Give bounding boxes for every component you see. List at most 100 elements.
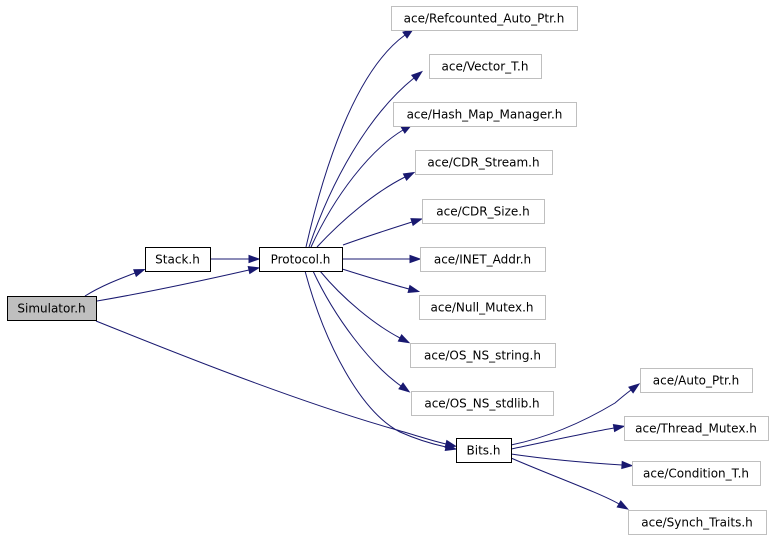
node-osstdlib[interactable]: ace/OS_NS_stdlib.h	[411, 391, 554, 416]
node-label: ace/Hash_Map_Manager.h	[407, 108, 563, 122]
edge-protocol-hashmap	[310, 124, 413, 248]
edge-protocol-cdrsize	[342, 218, 423, 246]
node-stack[interactable]: Stack.h	[145, 247, 211, 272]
edge-bits-autoptr	[510, 383, 641, 446]
edge-line	[341, 268, 410, 290]
arrowhead	[616, 500, 629, 510]
arrowhead	[612, 423, 626, 433]
arrowhead	[628, 383, 641, 394]
node-box	[145, 247, 211, 272]
node-label: ace/OS_NS_stdlib.h	[424, 397, 539, 411]
node-label: Protocol.h	[271, 253, 331, 267]
arrowhead	[402, 171, 416, 181]
node-box	[422, 199, 545, 224]
node-label: ace/Thread_Mutex.h	[635, 422, 757, 436]
node-box	[410, 343, 556, 368]
node-label: Bits.h	[467, 444, 501, 458]
node-label: Simulator.h	[17, 302, 85, 316]
node-label: ace/INET_Addr.h	[434, 253, 531, 267]
edge-line	[319, 270, 401, 339]
node-refcounted[interactable]: ace/Refcounted_Auto_Ptr.h	[391, 6, 578, 31]
node-label: ace/Auto_Ptr.h	[653, 374, 739, 388]
node-box	[259, 247, 343, 272]
edge-line	[316, 176, 406, 248]
edge-protocol-inetaddr	[342, 254, 422, 264]
arrowhead	[247, 266, 261, 275]
node-cdrstream[interactable]: ace/CDR_Stream.h	[415, 150, 553, 175]
edge-line	[308, 77, 415, 248]
arrowhead	[409, 254, 422, 264]
edge-line	[84, 272, 136, 297]
node-label: Stack.h	[155, 253, 200, 267]
arrowhead	[248, 254, 261, 264]
edge-line	[310, 129, 404, 248]
node-label: ace/OS_NS_string.h	[424, 349, 541, 363]
node-bits[interactable]: Bits.h	[456, 438, 512, 463]
node-box	[640, 368, 753, 393]
edge-line	[312, 270, 402, 387]
node-label: ace/Null_Mutex.h	[431, 301, 534, 315]
node-vector[interactable]: ace/Vector_T.h	[429, 54, 542, 79]
node-cdrsize[interactable]: ace/CDR_Size.h	[422, 199, 545, 224]
node-threadmutex[interactable]: ace/Thread_Mutex.h	[624, 416, 769, 441]
edge-line	[95, 320, 447, 445]
arrowhead	[410, 70, 423, 82]
node-inetaddr[interactable]: ace/INET_Addr.h	[420, 247, 546, 272]
node-label: ace/CDR_Stream.h	[427, 156, 539, 170]
node-box	[419, 295, 546, 320]
node-simulator[interactable]: Simulator.h	[7, 296, 97, 321]
edge-protocol-refcounted	[305, 28, 415, 248]
node-hashmap[interactable]: ace/Hash_Map_Manager.h	[393, 102, 577, 127]
edge-bits-threadmutex	[510, 423, 626, 450]
node-box	[632, 461, 761, 486]
edge-line	[510, 453, 623, 466]
arrowhead	[407, 284, 421, 293]
edge-bits-synchtraits	[510, 457, 629, 510]
edge-protocol-osstring	[319, 270, 411, 344]
node-box	[411, 391, 554, 416]
node-box	[420, 247, 546, 272]
node-condition[interactable]: ace/Condition_T.h	[632, 461, 761, 486]
edge-line	[304, 270, 447, 448]
arrowhead	[397, 334, 411, 344]
node-osstring[interactable]: ace/OS_NS_string.h	[410, 343, 556, 368]
edge-simulator-stack	[84, 268, 146, 297]
edge-line	[510, 389, 632, 446]
node-synchtraits[interactable]: ace/Synch_Traits.h	[628, 510, 767, 535]
node-label: ace/Refcounted_Auto_Ptr.h	[404, 12, 565, 26]
node-box	[391, 6, 578, 31]
node-box	[415, 150, 553, 175]
node-label: ace/Condition_T.h	[643, 467, 749, 481]
edge-bits-condition	[510, 453, 634, 470]
arrowhead	[410, 218, 423, 227]
edge-line	[510, 427, 615, 450]
edge-line	[96, 269, 250, 302]
node-label: ace/CDR_Size.h	[436, 205, 529, 219]
arrowhead	[444, 442, 458, 452]
node-protocol[interactable]: Protocol.h	[259, 247, 343, 272]
arrowhead	[398, 382, 411, 393]
edge-line	[305, 34, 406, 248]
edge-protocol-vector	[308, 70, 423, 248]
edge-line	[342, 221, 413, 246]
node-label: ace/Vector_T.h	[442, 60, 529, 74]
edge-protocol-nullmutex	[341, 268, 421, 293]
node-box	[7, 296, 97, 321]
arrowhead	[133, 268, 146, 278]
node-autoptr[interactable]: ace/Auto_Ptr.h	[640, 368, 753, 393]
node-label: ace/Synch_Traits.h	[641, 516, 752, 530]
edge-line	[510, 457, 620, 505]
node-box	[628, 510, 767, 535]
node-box	[456, 438, 512, 463]
edge-simulator-protocol	[96, 266, 261, 302]
arrowhead	[621, 460, 634, 470]
node-box	[429, 54, 542, 79]
node-nullmutex[interactable]: ace/Null_Mutex.h	[419, 295, 546, 320]
edges-layer	[84, 28, 641, 510]
edge-protocol-cdrstream	[316, 171, 416, 248]
node-box	[624, 416, 769, 441]
edge-stack-protocol	[210, 254, 261, 264]
edge-protocol-bits	[304, 270, 458, 452]
